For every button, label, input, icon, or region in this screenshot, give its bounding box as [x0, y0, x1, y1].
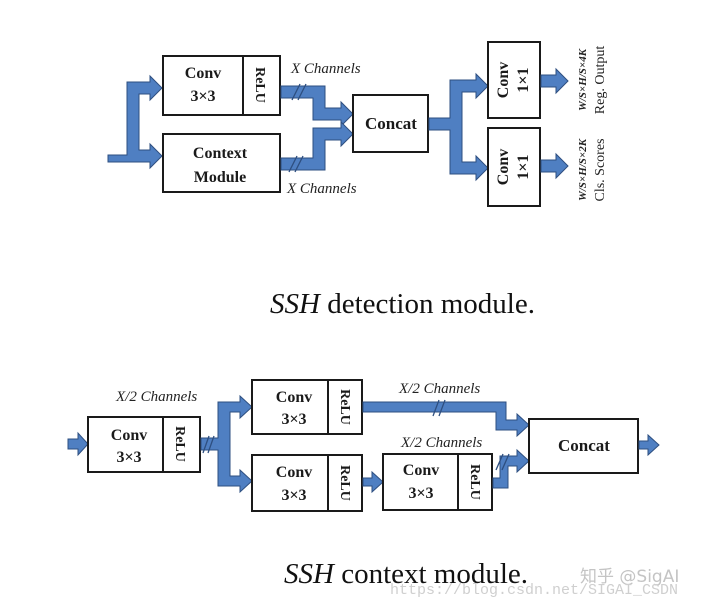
conv-top-label-2: 3×3	[281, 411, 306, 428]
context-module: Conv 3×3 ReLU X/2 Channels Conv 3×3 ReLU…	[67, 379, 660, 590]
conv-in-label-2: 3×3	[116, 449, 141, 466]
concat-box	[352, 94, 429, 153]
conv-bottom-label-2: 3×3	[281, 487, 306, 504]
conv1x1-reg-box	[487, 41, 541, 119]
conv3x3-box	[162, 55, 281, 116]
conv-bottom-relu: ReLU	[337, 465, 352, 501]
context-to-concat-arrow	[280, 120, 354, 171]
conv1x1-reg-label-2: 1×1	[515, 67, 532, 92]
context-caption-italic: SSH	[284, 558, 336, 590]
detection-caption: SSH detection module.	[270, 288, 535, 320]
bottom-to-right-arrow	[362, 470, 384, 494]
top-to-concat-arrow	[362, 401, 530, 438]
conv3x3-label-1: Conv	[185, 65, 221, 82]
context-concat-box	[528, 418, 639, 474]
conv-top-box	[251, 379, 363, 435]
detection-module: Conv 3×3 ReLU Context Module X Channels …	[107, 41, 608, 320]
context-label-1: Context	[193, 145, 248, 162]
conv1x1-reg-label-1: Conv	[495, 62, 512, 98]
detection-caption-italic: SSH	[270, 288, 322, 320]
concat-label: Concat	[365, 114, 417, 133]
conv-to-concat-arrow	[280, 85, 354, 128]
conv-bottom-label-1: Conv	[276, 464, 312, 481]
cls-output-shape: W/S×H/S×2K	[577, 138, 589, 201]
detection-caption-text: detection module.	[320, 288, 535, 320]
conv-top-label-1: Conv	[276, 389, 312, 406]
channels-top-label-ctx: X/2 Channels	[398, 381, 480, 397]
conv-in-relu: ReLU	[172, 426, 187, 462]
concat-split-arrow	[428, 72, 489, 182]
reg-output-label: Reg. Output	[593, 46, 608, 115]
context-label-2: Module	[194, 169, 246, 186]
conv-in-box	[87, 416, 201, 473]
conv-bottom-box	[251, 454, 363, 512]
conv-right-label-2: 3×3	[408, 485, 433, 502]
channels-in-label: X/2 Channels	[115, 389, 197, 405]
cls-output-label: Cls. Scores	[593, 139, 608, 202]
conv-right-box	[382, 453, 493, 511]
right-to-concat-arrow	[492, 448, 530, 489]
conv1x1-cls-label-2: 1×1	[515, 154, 532, 179]
reg-output-shape: W/S×H/S×4K	[577, 48, 589, 111]
context-caption-text: context module.	[334, 558, 528, 590]
conv-right-label-1: Conv	[403, 462, 439, 479]
relu-label: ReLU	[252, 67, 267, 103]
context-split-arrow	[200, 394, 253, 494]
context-module-box	[162, 133, 281, 193]
channels-top-label: X Channels	[290, 61, 361, 77]
context-caption: SSH context module.	[284, 558, 528, 590]
conv-in-label-1: Conv	[111, 427, 147, 444]
channels-bottom-label: X Channels	[286, 181, 357, 197]
conv-right-relu: ReLU	[467, 464, 482, 500]
conv1x1-cls-label-1: Conv	[495, 149, 512, 185]
zhihu-watermark: 知乎 @SigAI	[580, 567, 679, 587]
input-split-arrow	[107, 74, 163, 170]
conv1x1-cls-box	[487, 127, 541, 207]
cls-output-arrow	[540, 152, 569, 180]
context-input-arrow	[67, 431, 89, 457]
csdn-watermark: https://blog.csdn.net/SIGAI_CSDN	[390, 582, 678, 599]
context-output-arrow	[638, 433, 660, 457]
conv3x3-label-2: 3×3	[190, 88, 215, 105]
context-concat-label: Concat	[558, 436, 610, 455]
channels-bottom-label-ctx: X/2 Channels	[400, 435, 482, 451]
conv-top-relu: ReLU	[337, 389, 352, 425]
reg-output-arrow	[540, 67, 569, 95]
